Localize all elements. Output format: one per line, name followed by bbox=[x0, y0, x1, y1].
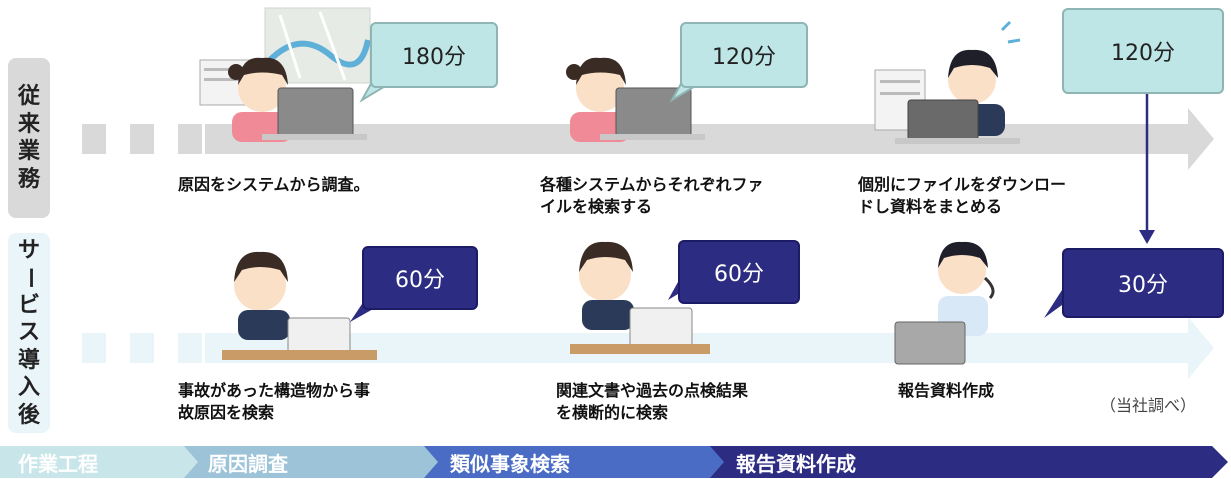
time-bubble-old-search: 120分 bbox=[680, 22, 808, 88]
process-stage-3-shape bbox=[424, 446, 730, 478]
new-lane-dash-3 bbox=[178, 333, 202, 363]
time-value: 180分 bbox=[402, 45, 466, 70]
process-stage-2-shape bbox=[184, 446, 444, 478]
row-label-new-text: サービス導入後 bbox=[17, 237, 42, 430]
caption-new-cross-search: 関連文書や過去の点検結果 を横断的に検索 bbox=[556, 380, 748, 423]
time-value: 120分 bbox=[712, 45, 776, 70]
row-label-old-text: 従来業務 bbox=[18, 83, 40, 193]
illustration-new-report bbox=[894, 241, 995, 365]
caption-line: 各種システムからそれぞれファ bbox=[540, 175, 764, 194]
caption-line: 関連文書や過去の点検結果 bbox=[556, 381, 749, 400]
process-bar bbox=[0, 446, 1228, 478]
process-stage-report: 報告資料作成 bbox=[736, 451, 856, 476]
old-lane-dash-1 bbox=[82, 124, 106, 154]
caption-new-report: 報告資料作成 bbox=[898, 380, 994, 402]
caption-old-report: 個別にファイルをダウンロー ドし資料をまとめる bbox=[858, 174, 1066, 217]
row-label-new: サービス導入後 bbox=[8, 233, 50, 433]
time-value: 30分 bbox=[1118, 273, 1168, 298]
caption-line: を横断的に検索 bbox=[556, 402, 669, 422]
row-label-char: ス bbox=[17, 320, 40, 346]
caption-line: 故原因を検索 bbox=[178, 402, 275, 422]
row-label-old: 従来業務 bbox=[8, 58, 50, 218]
reduction-arrow-head bbox=[1139, 230, 1155, 244]
process-stage-work: 作業工程 bbox=[18, 451, 98, 476]
time-bubble-old-investigation: 180分 bbox=[370, 22, 498, 88]
source-note: （当社調べ） bbox=[1100, 396, 1197, 415]
process-stage-4-shape bbox=[710, 446, 1228, 478]
caption-line: ドし資料をまとめる bbox=[858, 196, 1003, 216]
caption-line: 事故があった構造物から事 bbox=[178, 381, 371, 400]
caption-line: イルを検索する bbox=[540, 196, 653, 216]
row-label-char: 業 bbox=[17, 139, 40, 164]
caption-old-search: 各種システムからそれぞれファ イルを検索する bbox=[540, 174, 764, 217]
old-lane-dash-2 bbox=[130, 124, 154, 154]
row-label-char: ビ bbox=[17, 292, 40, 318]
illustration-old-report bbox=[874, 20, 1021, 144]
row-label-char: 来 bbox=[17, 111, 40, 137]
time-bubble-new-cross-search: 60分 bbox=[678, 240, 800, 304]
row-label-char: 務 bbox=[17, 166, 40, 192]
caption-line: 報告資料作成 bbox=[898, 381, 995, 400]
caption-new-search: 事故があった構造物から事 故原因を検索 bbox=[178, 380, 370, 423]
illustration-new-cross-search bbox=[570, 241, 710, 354]
bubble-tail-new-3 bbox=[1044, 290, 1062, 318]
time-bubble-old-report: 120分 bbox=[1062, 8, 1224, 94]
time-bubble-new-search: 60分 bbox=[362, 246, 478, 310]
new-lane-dash-2 bbox=[130, 333, 154, 363]
row-label-char: サ bbox=[17, 237, 40, 263]
process-stage-similar-search: 類似事象検索 bbox=[450, 451, 570, 476]
illustration-old-investigation bbox=[199, 7, 371, 142]
row-label-char: 後 bbox=[17, 402, 40, 428]
time-bubble-new-report: 30分 bbox=[1062, 248, 1224, 318]
caption-old-investigation: 原因をシステムから調査。 bbox=[178, 174, 370, 196]
row-label-char: 従 bbox=[17, 84, 40, 109]
row-label-char: 入 bbox=[17, 375, 40, 401]
old-lane-arrow bbox=[205, 108, 1214, 170]
caption-line: 個別にファイルをダウンロー bbox=[858, 175, 1067, 194]
time-value: 60分 bbox=[395, 268, 445, 293]
time-value: 120分 bbox=[1111, 41, 1175, 66]
process-stage-investigation: 原因調査 bbox=[208, 451, 288, 476]
process-stage-1-shape bbox=[0, 446, 204, 478]
row-label-char: 導 bbox=[17, 347, 40, 373]
time-value: 60分 bbox=[714, 262, 764, 287]
caption-line: 原因をシステムから調査。 bbox=[178, 175, 370, 194]
old-lane-dash-3 bbox=[178, 124, 202, 154]
illustration-new-search bbox=[222, 251, 377, 360]
new-lane-dash-1 bbox=[82, 333, 106, 363]
